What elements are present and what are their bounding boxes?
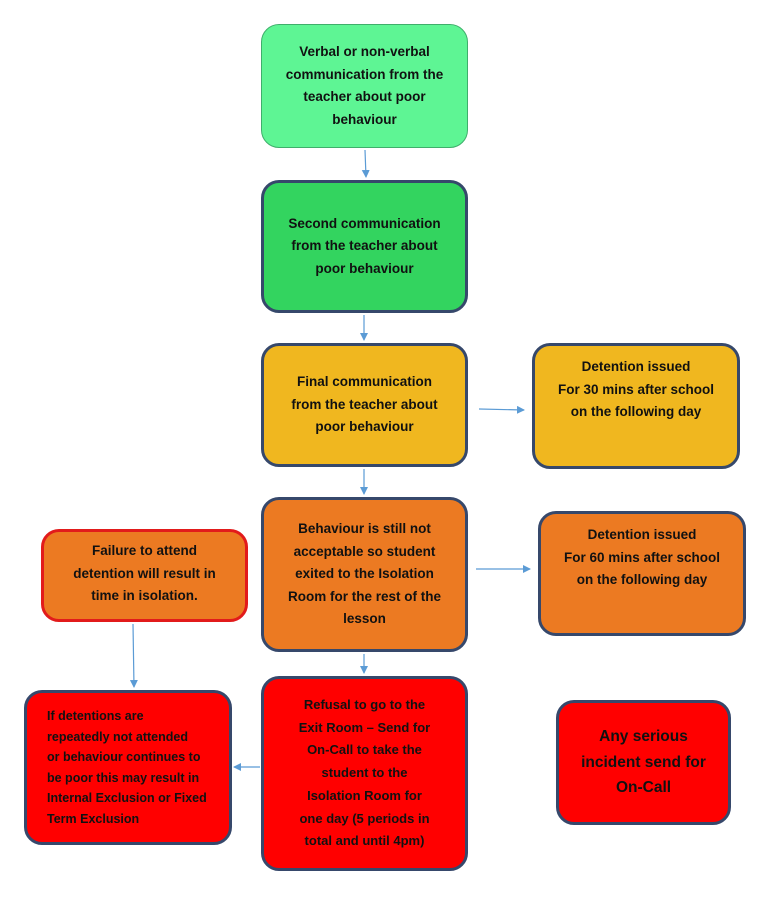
refusal-exit-room-text: Refusal to go to the Exit Room – Send fo… (298, 696, 431, 849)
detention-30-node: Detention issued For 30 mins after schoo… (532, 343, 740, 469)
detention-60-text: Detention issued For 60 mins after schoo… (563, 527, 721, 587)
arrow-verbal-to-second (361, 149, 370, 178)
isolation-exit-node: Behaviour is still not acceptable so stu… (261, 497, 468, 652)
arrow-failure-to-repeated (129, 623, 138, 688)
isolation-exit-text: Behaviour is still not acceptable so stu… (287, 521, 441, 627)
final-communication-node: Final communication from the teacher abo… (261, 343, 468, 467)
arrow-final-to-detention-30 (478, 405, 525, 414)
refusal-exit-room-node: Refusal to go to the Exit Room – Send fo… (261, 676, 468, 871)
final-communication-text: Final communication from the teacher abo… (291, 374, 438, 435)
detention-60-node: Detention issued For 60 mins after schoo… (538, 511, 746, 636)
serious-incident-node: Any serious incident send for On-Call (556, 700, 731, 825)
detention-30-text: Detention issued For 30 mins after schoo… (557, 359, 715, 419)
failure-to-attend-node: Failure to attend detention will result … (41, 529, 248, 622)
failure-to-attend-text: Failure to attend detention will result … (73, 543, 216, 603)
serious-incident-text: Any serious incident send for On-Call (581, 728, 706, 797)
second-communication-node: Second communication from the teacher ab… (261, 180, 468, 313)
repeated-non-attendance-node: If detentions are repeatedly not attende… (24, 690, 232, 845)
second-communication-text: Second communication from the teacher ab… (288, 215, 441, 276)
verbal-communication-text: Verbal or non-verbal communication from … (285, 44, 444, 127)
verbal-communication-node: Verbal or non-verbal communication from … (261, 24, 468, 148)
repeated-non-attendance-text: If detentions are repeatedly not attende… (47, 709, 207, 826)
